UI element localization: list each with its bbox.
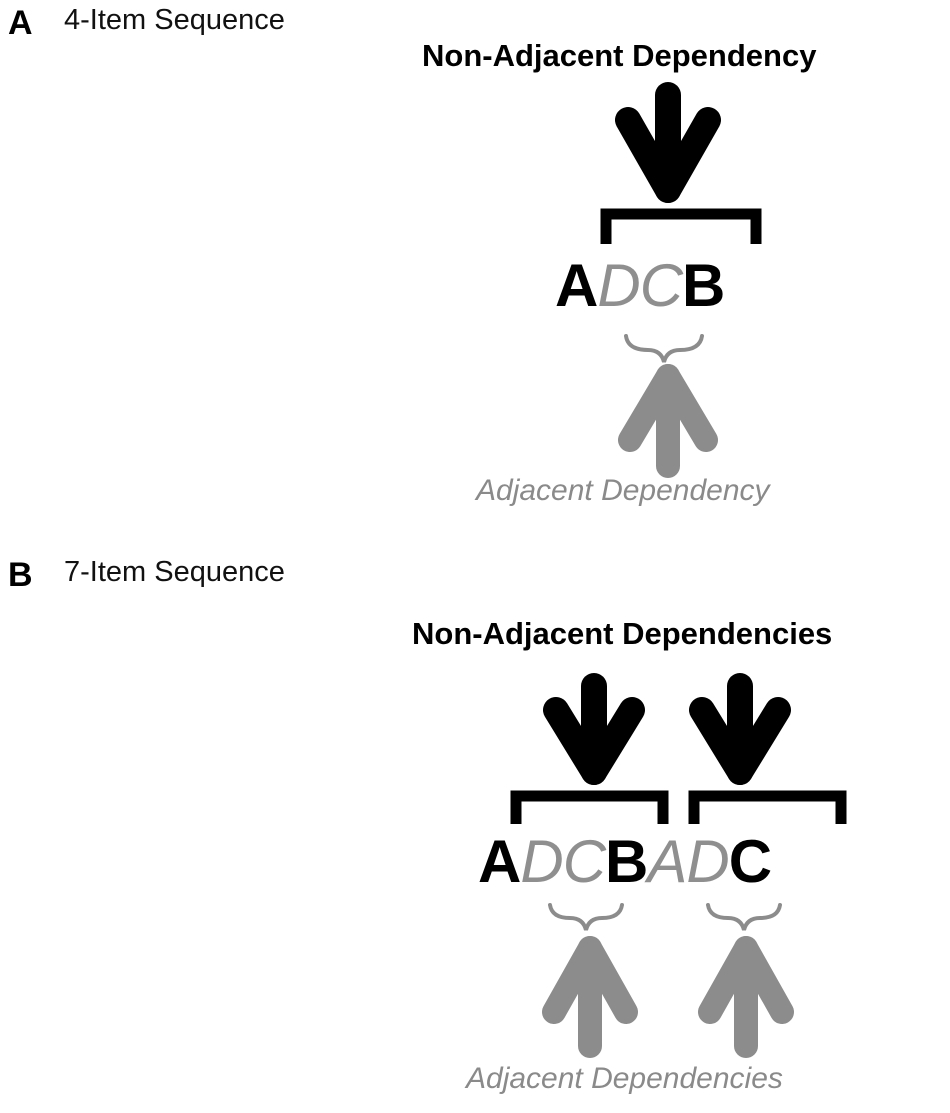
panel-a-bracket [600,208,762,244]
panel-a-curly-brace-icon [624,334,704,363]
sequence-item: B [682,252,725,319]
panel-b-bracket [510,790,669,824]
panel-b-down-arrow-icon [689,673,791,785]
panel-b-curly-brace-icon [706,903,782,931]
panel-b-down-arrow-icon [543,673,645,785]
panel-a-title: 4-Item Sequence [64,4,285,36]
sequence-item: C [562,828,606,895]
sequence-item: A [555,252,598,319]
sequence-item: A [478,828,521,895]
panel-a-non-adjacent-label: Non-Adjacent Dependency [422,38,817,73]
panel-a-sequence: ADCB [555,252,725,319]
panel-a-adjacent-label: Adjacent Dependency [476,474,770,507]
panel-b-non-adjacent-label: Non-Adjacent Dependencies [412,616,833,651]
sequence-item: C [639,252,683,319]
panel-a-letter: A [8,4,33,42]
panel-b-sequence: ADCBADC [478,828,772,895]
sequence-item: C [728,828,772,895]
panel-a-down-arrow-icon [615,82,721,203]
panel-b-up-arrow-icon [698,936,794,1058]
panel-b-letter: B [8,556,33,594]
sequence-item: B [605,828,648,895]
panel-b-curly-brace-icon [548,903,624,931]
sequence-item: D [597,252,640,319]
panel-b-up-arrow-icon [542,936,638,1058]
sequence-item: A [647,828,687,895]
panel-b-title: 7-Item Sequence [64,556,285,588]
panel-b-bracket [688,790,847,824]
panel-b-adjacent-label: Adjacent Dependencies [466,1062,783,1095]
panel-a-up-arrow-icon [618,364,718,478]
sequence-item: D [520,828,563,895]
sequence-item: D [686,828,729,895]
